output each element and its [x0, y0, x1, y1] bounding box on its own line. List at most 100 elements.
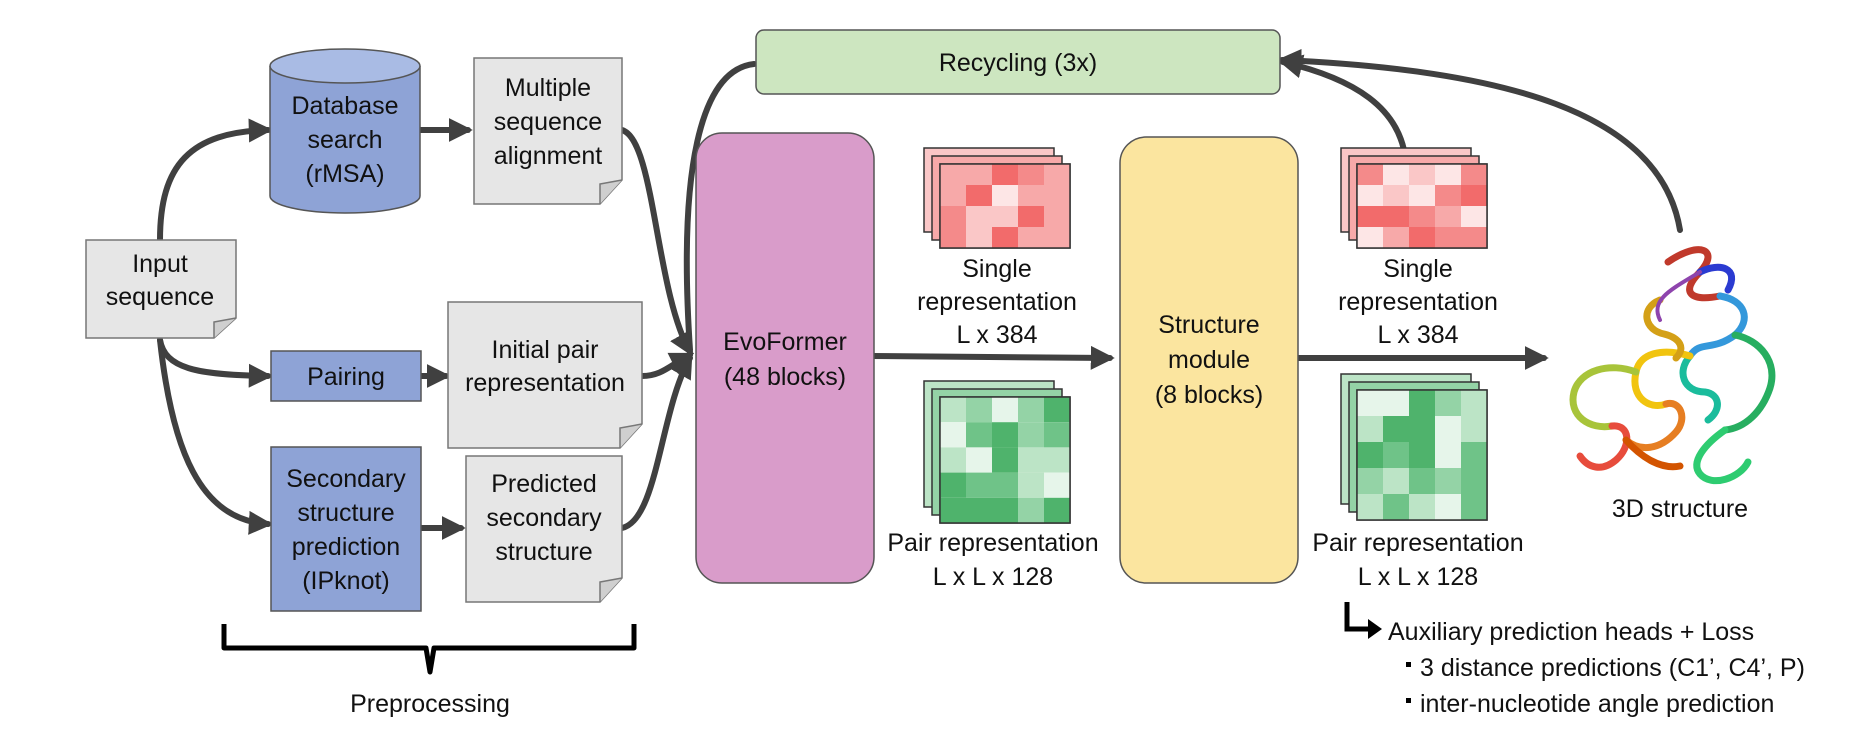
pairing-label: Pairing [307, 363, 385, 391]
single-grid-1-cell [992, 164, 1018, 185]
pair-representation-grid-2 [1340, 373, 1488, 521]
single2-line-3: L x 384 [1377, 321, 1458, 349]
pair-grid-1-cell [992, 497, 1018, 523]
pair-grid-2-cell [1383, 442, 1409, 468]
pairing-box: Pairing [270, 350, 422, 402]
single-grid-1-cell [992, 185, 1018, 206]
single-representation-grid-1 [923, 147, 1071, 249]
single-grid-2-cell [1409, 206, 1435, 227]
single2-line-1: Single [1383, 255, 1453, 283]
arrow-input-to-pairing [157, 337, 273, 388]
single-grid-1-cell [966, 227, 992, 248]
pair-grid-2-cell [1435, 442, 1461, 468]
pair-grid-2-cell [1357, 442, 1383, 468]
predicted-label-1: Predicted [491, 470, 597, 498]
single-grid-2-frame [1356, 163, 1488, 249]
single1-line-3: L x 384 [956, 321, 1037, 349]
pair-grid-1-cell [940, 472, 966, 498]
pair-representation-label-2: Pair representation L x L x 128 [1312, 529, 1523, 591]
pair-grid-1-frame [939, 396, 1071, 524]
single-grid-2-cell [1461, 164, 1487, 185]
pair-grid-2-cell [1409, 442, 1435, 468]
pair-grid-2-cell [1461, 390, 1487, 416]
single-grid-1-cell [940, 227, 966, 248]
arrow-input-to-secondary [157, 337, 273, 535]
single-grid-1-cell [1018, 185, 1044, 206]
predicted-label-2: secondary [486, 504, 602, 532]
single-grid-2-cell [1357, 164, 1383, 185]
initial-pair-label-1: Initial pair [492, 336, 599, 364]
pair-grid-2-cell [1409, 416, 1435, 442]
single-representation-label-1: Single representation L x 384 [917, 255, 1077, 349]
pair-grid-2-cell [1383, 416, 1409, 442]
single-grid-1-frame [939, 163, 1071, 249]
initial-pair-doc: Initial pair representation [447, 301, 643, 449]
single-grid-2-cell [1435, 164, 1461, 185]
single-grid-1-cell [1044, 164, 1070, 185]
pair-grid-1-cell [1018, 422, 1044, 448]
arrow-msa-to-evoformer [619, 127, 693, 357]
single-grid-2-cell [1435, 206, 1461, 227]
pair-grid-2-cell [1383, 390, 1409, 416]
single-representation-label-2: Single representation L x 384 [1338, 255, 1498, 349]
pair-grid-1-cell [992, 397, 1018, 423]
pair-grid-2-cell [1357, 390, 1383, 416]
pair-grid-1-cell [940, 447, 966, 473]
single1-line-2: representation [917, 288, 1077, 316]
single1-line-1: Single [962, 255, 1032, 283]
pair-grid-1-cell [966, 497, 992, 523]
preprocessing-brace: Preprocessing [221, 624, 637, 718]
single-grid-2-cell [1383, 164, 1409, 185]
single-grid-2-cell [1409, 164, 1435, 185]
predicted-label-3: structure [495, 538, 592, 566]
auxiliary-item-2: inter-nucleotide angle prediction [1420, 690, 1774, 718]
msa-doc: Multiple sequence alignment [473, 57, 623, 205]
arrow-recycling-to-evoformer [683, 61, 757, 353]
input-sequence-label-1: Input [132, 250, 188, 278]
single-grid-2-cell [1357, 185, 1383, 206]
single-grid-1-cell [940, 206, 966, 227]
pair-grid-1-cell [966, 472, 992, 498]
preprocessing-label: Preprocessing [350, 690, 510, 718]
pair-representation-grid-1 [923, 380, 1071, 524]
single-grid-1-cell [1044, 185, 1070, 206]
initial-pair-label-2: representation [465, 369, 625, 397]
database-label-2: search [307, 126, 382, 154]
single-grid-1-cell [940, 164, 966, 185]
pair-grid-2-cell [1409, 468, 1435, 494]
pair1-line-1: Pair representation [887, 529, 1098, 557]
connector-arrows [157, 48, 1683, 540]
pair-grid-1-cell [940, 422, 966, 448]
pair-grid-2-cell [1435, 416, 1461, 442]
single-grid-1-cell [966, 164, 992, 185]
pair-grid-1-cell [1044, 422, 1070, 448]
secondary-label-4: (IPknot) [302, 567, 390, 595]
pair-grid-1-cell [966, 447, 992, 473]
single-grid-2-cell [1383, 206, 1409, 227]
auxiliary-item-1: 3 distance predictions (C1’, C4’, P) [1420, 654, 1805, 682]
auxiliary-arrow [1344, 602, 1382, 639]
evoformer-block: EvoFormer (48 blocks) [695, 132, 875, 584]
pair-grid-2-cell [1383, 494, 1409, 520]
pair-grid-2-cell [1435, 494, 1461, 520]
secondary-label-1: Secondary [286, 465, 406, 493]
pair-grid-2-cell [1383, 468, 1409, 494]
single-grid-2-cell [1409, 185, 1435, 206]
pair-grid-2-cell [1461, 468, 1487, 494]
single-grid-1-cell [966, 206, 992, 227]
pair-grid-1-cell [1044, 472, 1070, 498]
pair-grid-1-cell [966, 422, 992, 448]
pair-grid-2-cell [1435, 390, 1461, 416]
input-sequence-label-2: sequence [106, 283, 214, 311]
arrow-single-to-recycling [1278, 54, 1407, 153]
single-grid-1-cell [940, 185, 966, 206]
msa-label-3: alignment [494, 142, 602, 170]
arrow-evoformer-to-structure [869, 345, 1115, 370]
database-search-cylinder: Database search (rMSA) [269, 48, 421, 214]
pair-grid-2-cell [1357, 416, 1383, 442]
pair-grid-2-cell [1461, 442, 1487, 468]
pair1-line-2: L x L x 128 [933, 563, 1053, 591]
pair-grid-1-cell [940, 497, 966, 523]
pair-grid-1-cell [1044, 397, 1070, 423]
structure-module-block: Structure module (8 blocks) [1119, 136, 1299, 584]
